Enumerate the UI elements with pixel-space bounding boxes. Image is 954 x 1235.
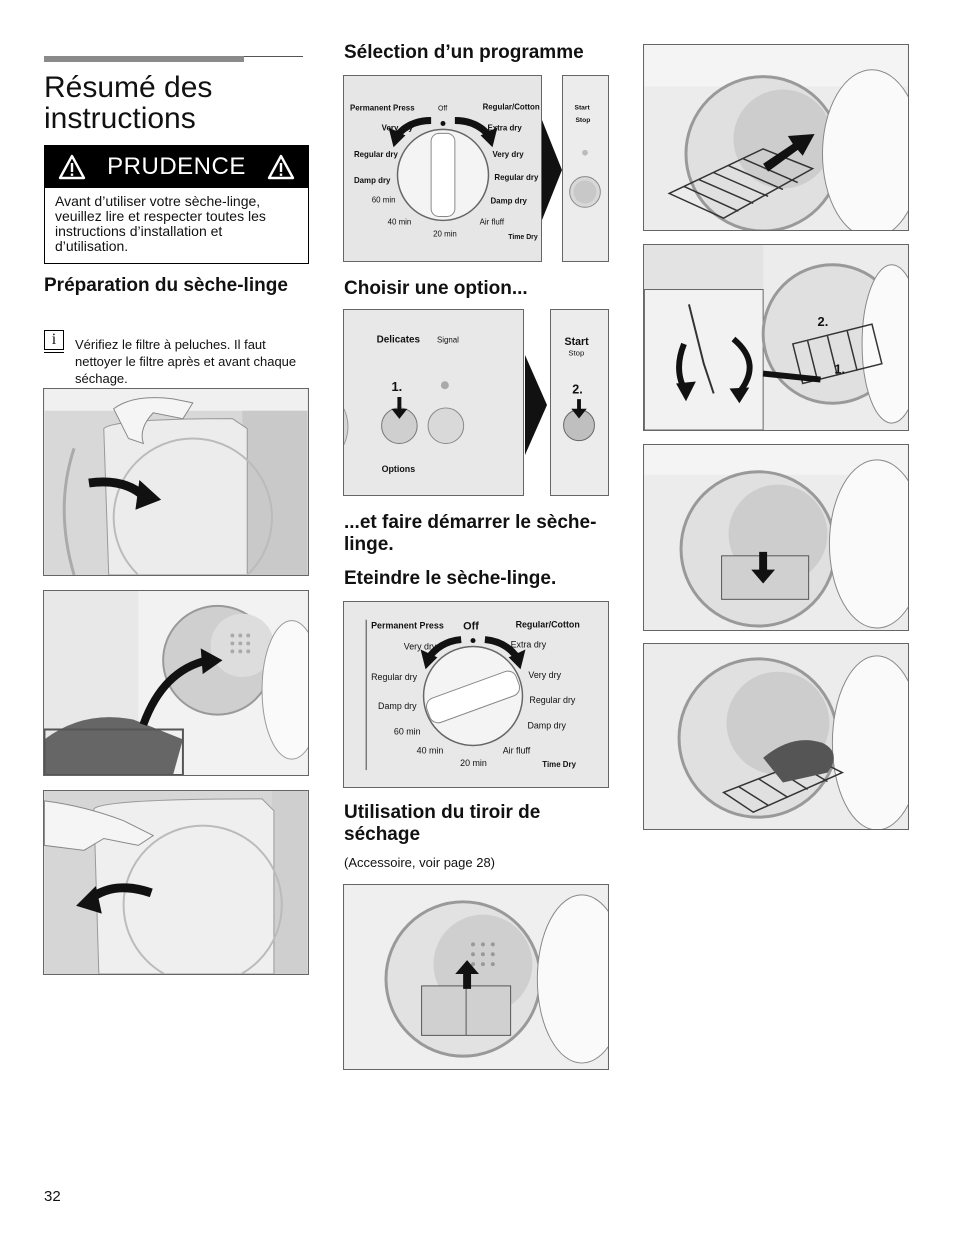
drawer-remove-illustration (643, 444, 909, 631)
label-20-min: 20 min (433, 229, 457, 238)
label-off: Off (438, 106, 447, 113)
open-door-illustration (43, 388, 309, 576)
label-extra-dry: Extra dry (488, 123, 523, 132)
start-label: Start (565, 336, 590, 348)
label-40-min: 40 min (417, 745, 444, 755)
start-label: Start (574, 105, 590, 112)
start-button-panel: Start Stop 2. (550, 309, 609, 496)
label-air-fluff: Air fluff (503, 745, 531, 755)
rack-fold-illustration: 2. 1. (643, 244, 909, 431)
rack-step-1: 1. (834, 362, 845, 377)
delicates-label: Delicates (377, 335, 421, 346)
turn-off-heading: Eteindre le sèche-linge. (344, 568, 557, 589)
arrow-chevron (525, 355, 547, 455)
label-damp-dry-right: Damp dry (490, 197, 527, 206)
load-laundry-illustration (43, 590, 309, 776)
page-title: Résumé des instructions (44, 71, 213, 135)
label-regular-dry-right: Regular dry (529, 695, 576, 705)
program-selection-heading: Sélection d’un programme (344, 42, 584, 63)
rack-with-shoe-illustration (643, 643, 909, 830)
option-heading: Choisir une option... (344, 278, 528, 299)
label-air-fluff: Air fluff (480, 217, 505, 226)
caution-label: PRUDENCE (107, 152, 246, 180)
options-panel: Delicates Signal 1. Options (343, 309, 524, 496)
label-time-dry: Time Dry (542, 760, 576, 769)
stop-label: Stop (575, 117, 590, 124)
label-off: Off (463, 621, 479, 633)
options-label: Options (382, 464, 416, 474)
label-damp-dry-right: Damp dry (527, 721, 566, 731)
label-time-dry: Time Dry (508, 234, 538, 241)
label-regular-dry-left: Regular dry (354, 150, 399, 159)
label-regular-dry-left: Regular dry (371, 672, 418, 682)
label-damp-dry-left: Damp dry (354, 176, 391, 185)
label-regular-cotton: Regular/Cotton (483, 103, 540, 112)
start-stop-panel: Start Stop (562, 75, 609, 262)
option-step-2: 2. (572, 382, 582, 396)
page-number: 32 (44, 1188, 61, 1205)
label-regular-cotton: Regular/Cotton (516, 620, 580, 630)
label-20-min: 20 min (460, 758, 487, 768)
warning-triangle-icon (58, 154, 86, 179)
label-very-dry-left: Very dry (382, 123, 414, 132)
title-rule-thin (244, 56, 303, 57)
off-dial-panel: Permanent Press Off Regular/Cotton Very … (343, 601, 609, 788)
arrow-chevron (542, 120, 562, 220)
drawer-filter-illustration (343, 884, 609, 1070)
caution-text: Avant d’utiliser votre sèche-linge, veui… (44, 188, 309, 264)
label-40-min: 40 min (388, 217, 412, 226)
caution-banner: PRUDENCE (44, 145, 309, 188)
signal-label: Signal (437, 336, 459, 345)
title-rule-thick (44, 56, 244, 62)
start-dryer-heading: ...et faire démarrer le sèche-linge. (344, 512, 597, 555)
label-60-min: 60 min (372, 196, 396, 205)
label-regular-dry-right: Regular dry (494, 173, 539, 182)
program-dial-panel: Permanent Press Off Regular/Cotton Very … (343, 75, 542, 262)
warning-triangle-icon (267, 154, 295, 179)
label-permanent-press: Permanent Press (350, 104, 415, 113)
label-very-dry-left: Very dry (404, 641, 437, 651)
insert-rack-illustration (643, 44, 909, 231)
label-extra-dry: Extra dry (511, 640, 547, 650)
rack-step-2: 2. (818, 314, 829, 329)
close-door-illustration (43, 790, 309, 975)
info-icon: i (44, 330, 64, 350)
label-permanent-press: Permanent Press (371, 621, 444, 631)
preparation-heading: Préparation du sèche-linge (44, 275, 288, 296)
option-step-1: 1. (391, 379, 402, 394)
stop-label: Stop (568, 349, 584, 358)
drawer-heading: Utilisation du tiroir de séchage (344, 802, 541, 845)
info-underline (44, 352, 64, 353)
label-very-dry-right: Very dry (492, 150, 524, 159)
drawer-subtitle: (Accessoire, voir page 28) (344, 855, 496, 870)
label-very-dry-right: Very dry (528, 670, 561, 680)
info-note: Vérifiez le filtre à peluches. Il faut n… (75, 337, 297, 386)
label-damp-dry-left: Damp dry (378, 701, 417, 711)
label-60-min: 60 min (394, 727, 421, 737)
